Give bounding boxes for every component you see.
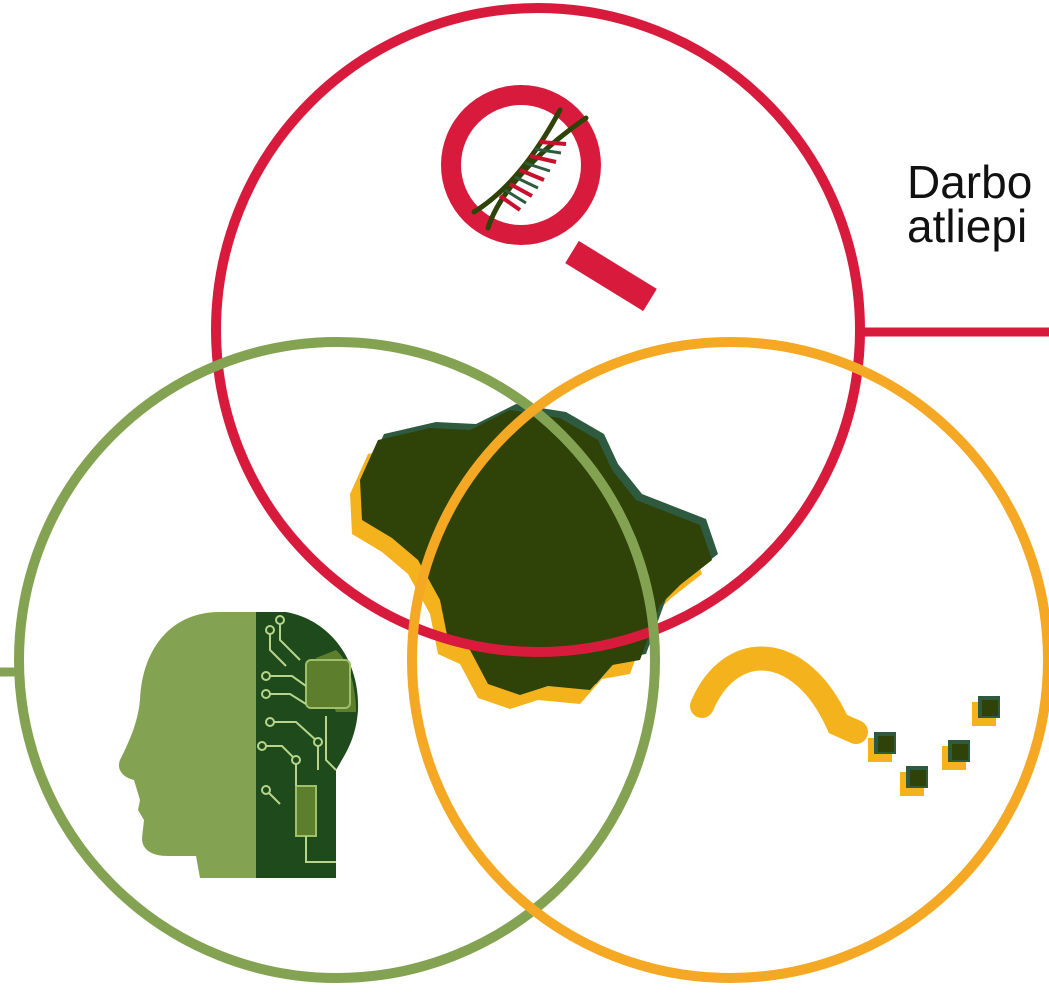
lithuania-map-icon [350, 404, 718, 709]
ai-head-circuit-icon [118, 612, 359, 878]
caption-line-1: Darbo [907, 156, 1033, 208]
green-circle [14, 337, 660, 983]
red-circle [211, 3, 865, 657]
caption-line-2: atliepi [907, 200, 1028, 252]
caption-text: Darbo atliepi [907, 156, 1033, 252]
dna-magnifier-icon [441, 85, 657, 312]
orange-circle [407, 337, 1049, 983]
signal-wave-icon [690, 646, 1000, 796]
